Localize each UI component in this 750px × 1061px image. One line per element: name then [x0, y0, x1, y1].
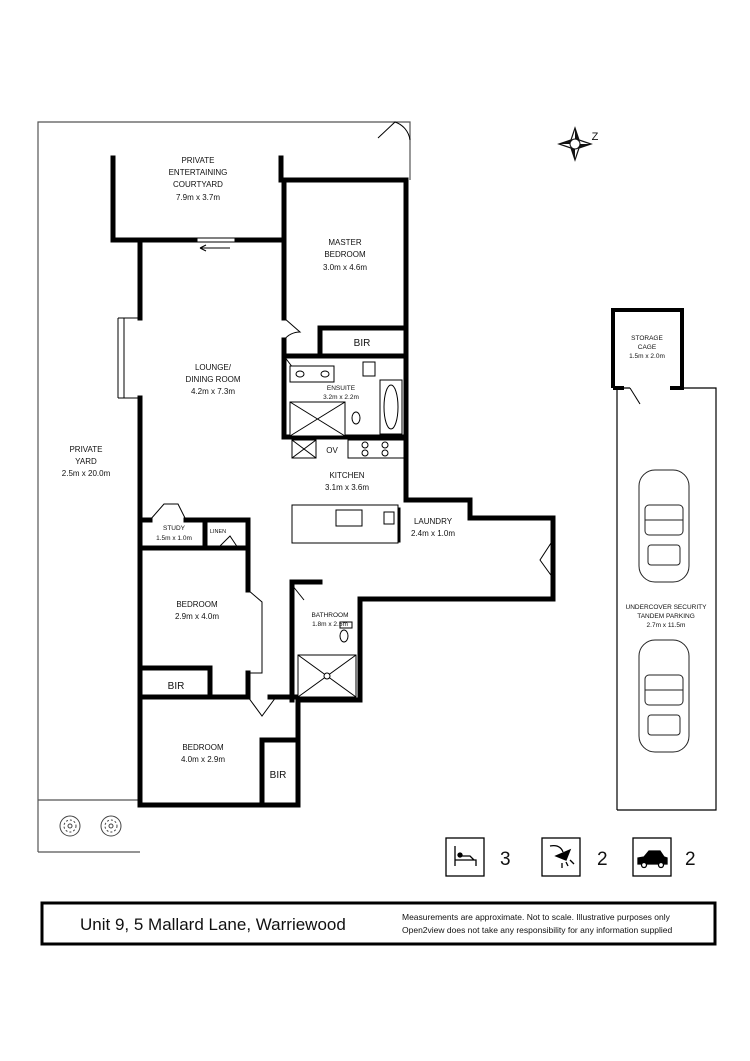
disclaimer-line-2: Open2view does not take any responsibili…: [402, 925, 673, 935]
ensuite-size: 3.2m x 2.2m: [323, 394, 359, 401]
ensuite-label: ENSUITE: [327, 385, 356, 392]
bathroom-label: BATHROOM: [311, 612, 348, 619]
footer-box: [40, 901, 717, 946]
tree-icon: [59, 815, 81, 837]
oven-label: OV: [326, 446, 338, 455]
parking-area: [611, 308, 717, 811]
bathroom-size: 1.8m x 2.5m: [312, 621, 348, 628]
courtyard-label: PRIVATE: [181, 156, 214, 165]
bedroom-count: 3: [500, 849, 511, 870]
car-icon: [638, 639, 690, 753]
bathroom-fixtures: [297, 621, 357, 698]
kitchen-label: KITCHEN: [329, 471, 364, 480]
shower-icon: [541, 837, 581, 877]
kitchen-fixtures: [291, 439, 405, 544]
svg-text:Z: Z: [592, 131, 599, 143]
parking-size: 2.7m x 11.5m: [647, 622, 686, 629]
bedroom2-size: 2.9m x 4.0m: [175, 612, 219, 621]
lounge-label: LOUNGE/: [195, 363, 232, 372]
kitchen-size: 3.1m x 3.6m: [325, 483, 369, 492]
study-label: STUDY: [163, 525, 186, 532]
parking-label: TANDEM PARKING: [637, 613, 695, 620]
car-icon: [638, 469, 690, 583]
disclaimer-line-1: Measurements are approximate. Not to sca…: [402, 912, 671, 922]
bedroom3-label: BEDROOM: [182, 743, 224, 752]
master-label: MASTER: [328, 238, 362, 247]
storage-size: 1.5m x 2.0m: [629, 353, 665, 360]
master-bir-label: BIR: [354, 338, 371, 349]
bedroom3-size: 4.0m x 2.9m: [181, 755, 225, 764]
property-address: Unit 9, 5 Mallard Lane, Warriewood: [80, 915, 346, 934]
linen-label: LINEN: [210, 529, 226, 535]
bedroom2-bir-label: BIR: [168, 681, 185, 692]
bathroom-count: 2: [597, 849, 608, 870]
parking-count: 2: [685, 849, 696, 870]
bed-icon: [445, 837, 485, 877]
master-label: BEDROOM: [324, 250, 366, 259]
bedroom3-bir-label: BIR: [270, 770, 287, 781]
yard-outline: [37, 121, 411, 853]
doors: [149, 121, 554, 717]
laundry-label: LAUNDRY: [414, 517, 453, 526]
lounge-label: DINING ROOM: [185, 375, 240, 384]
yard-size: 2.5m x 20.0m: [62, 469, 111, 478]
courtyard-label: COURTYARD: [173, 180, 223, 189]
windows: [112, 177, 365, 780]
courtyard-label: ENTERTAINING: [169, 168, 228, 177]
compass-icon: Z: [557, 126, 599, 162]
lounge-size: 4.2m x 7.3m: [191, 387, 235, 396]
storage-label: STORAGE: [631, 335, 663, 342]
yard-label: PRIVATE: [69, 445, 102, 454]
study-size: 1.5m x 1.0m: [156, 535, 192, 542]
laundry-size: 2.4m x 1.0m: [411, 529, 455, 538]
bedroom2-label: BEDROOM: [176, 600, 218, 609]
master-size: 3.0m x 4.6m: [323, 263, 367, 272]
ensuite-fixtures: [289, 361, 403, 437]
courtyard-size: 7.9m x 3.7m: [176, 193, 220, 202]
tree-icon: [100, 815, 122, 837]
storage-label: CAGE: [638, 344, 657, 351]
car-icon: [632, 837, 672, 877]
walls: [110, 155, 556, 808]
yard-label: YARD: [75, 457, 97, 466]
parking-label: UNDERCOVER SECURITY: [626, 604, 708, 611]
